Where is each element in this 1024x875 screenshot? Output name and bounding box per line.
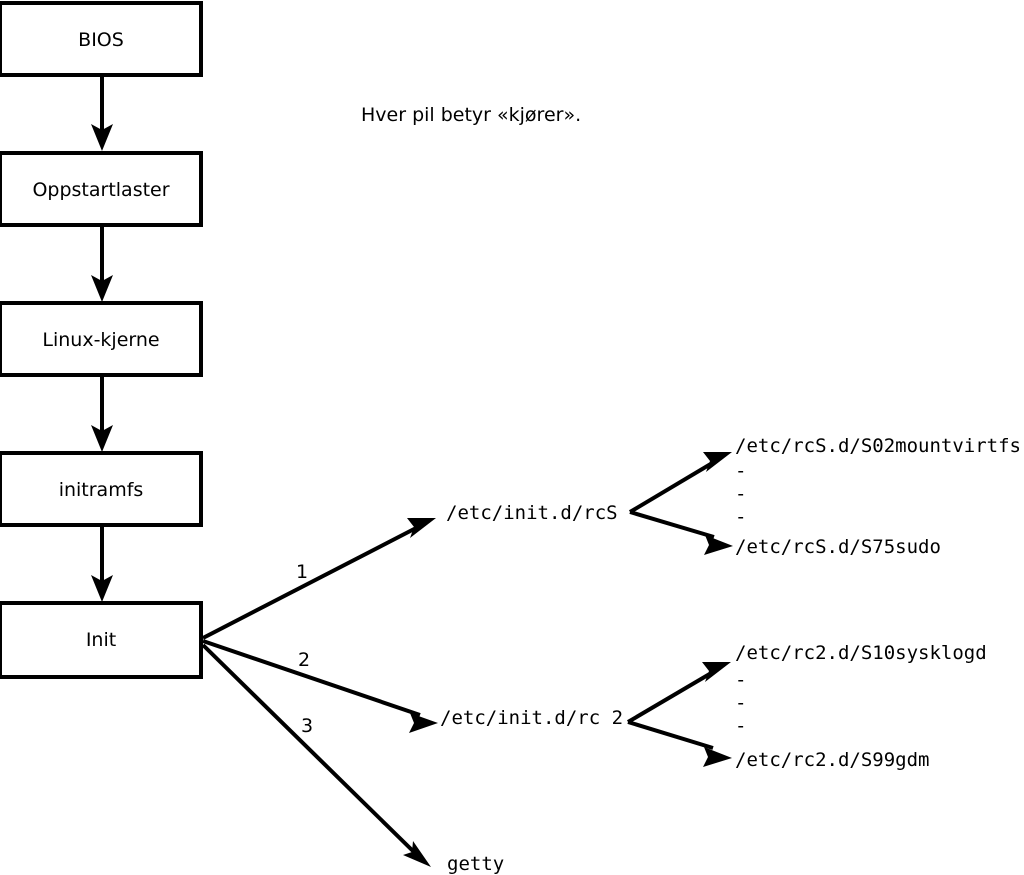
node-bootloader-box[interactable]	[0, 151, 203, 227]
arrow-bios-to-bootloader	[91, 76, 113, 151]
arrow-rcs-to-first-script	[628, 452, 732, 514]
arrow-rc2-to-first-script	[626, 662, 731, 724]
rcs-ellipsis-dash-2: -	[735, 483, 746, 505]
arrow-kernel-to-initramfs	[91, 376, 113, 452]
branch-number-3: 3	[301, 715, 313, 737]
arrow-initramfs-to-init	[91, 526, 113, 602]
arrow-init-to-rcs	[202, 518, 436, 640]
node-init-box[interactable]	[0, 601, 203, 679]
label-getty[interactable]: getty	[447, 853, 504, 875]
label-rcs-script[interactable]: /etc/init.d/rcS	[446, 502, 618, 524]
node-kernel-box[interactable]	[0, 301, 203, 377]
node-kernel[interactable]: Linux-kjerne	[0, 301, 203, 377]
arrow-rc2-to-last-script	[627, 720, 732, 767]
rc2-ellipsis-dash-3: -	[735, 715, 746, 737]
rcs-first-script-label[interactable]: /etc/rcS.d/S02mountvirtfs	[735, 435, 1021, 457]
arrow-init-to-getty	[201, 643, 431, 867]
boot-chain-group: BIOS Oppstartlaster Linux-kjerne	[0, 1, 203, 679]
node-bios-label: BIOS	[78, 29, 124, 51]
node-init[interactable]: Init	[0, 601, 203, 679]
rc2-ellipsis-dash-1: -	[735, 669, 746, 691]
node-bios-box[interactable]	[0, 1, 203, 77]
branch-number-1: 1	[296, 561, 308, 583]
arrow-bootloader-to-kernel	[91, 226, 113, 302]
rcs-ellipsis-dash-1: -	[735, 460, 746, 482]
node-kernel-label: Linux-kjerne	[42, 329, 159, 351]
node-initramfs-box[interactable]	[0, 451, 203, 527]
node-init-label: Init	[86, 629, 116, 651]
arrow-init-to-rc2	[202, 639, 438, 733]
rcs-subtree: /etc/rcS.d/S02mountvirtfs - - - /etc/rcS…	[628, 435, 1021, 558]
node-initramfs[interactable]: initramfs	[0, 451, 203, 527]
rc2-first-script-label[interactable]: /etc/rc2.d/S10sysklogd	[735, 642, 987, 664]
node-initramfs-label: initramfs	[59, 479, 144, 501]
init-branch-arrows: 1 2 3	[201, 518, 438, 867]
rc2-subtree: /etc/rc2.d/S10sysklogd - - - /etc/rc2.d/…	[626, 642, 987, 771]
node-bootloader[interactable]: Oppstartlaster	[0, 151, 203, 227]
rcs-last-script-label[interactable]: /etc/rcS.d/S75sudo	[735, 536, 941, 558]
rc2-ellipsis-dash-2: -	[735, 692, 746, 714]
label-rc2-script[interactable]: /etc/init.d/rc 2	[440, 707, 623, 729]
rcs-ellipsis-dash-3: -	[735, 506, 746, 528]
node-bootloader-label: Oppstartlaster	[32, 179, 169, 201]
node-bios[interactable]: BIOS	[0, 1, 203, 77]
rc2-last-script-label[interactable]: /etc/rc2.d/S99gdm	[735, 749, 929, 771]
arrow-rcs-to-last-script	[629, 510, 733, 555]
branch-number-2: 2	[298, 649, 310, 671]
diagram-caption: Hver pil betyr «kjører».	[361, 104, 581, 126]
